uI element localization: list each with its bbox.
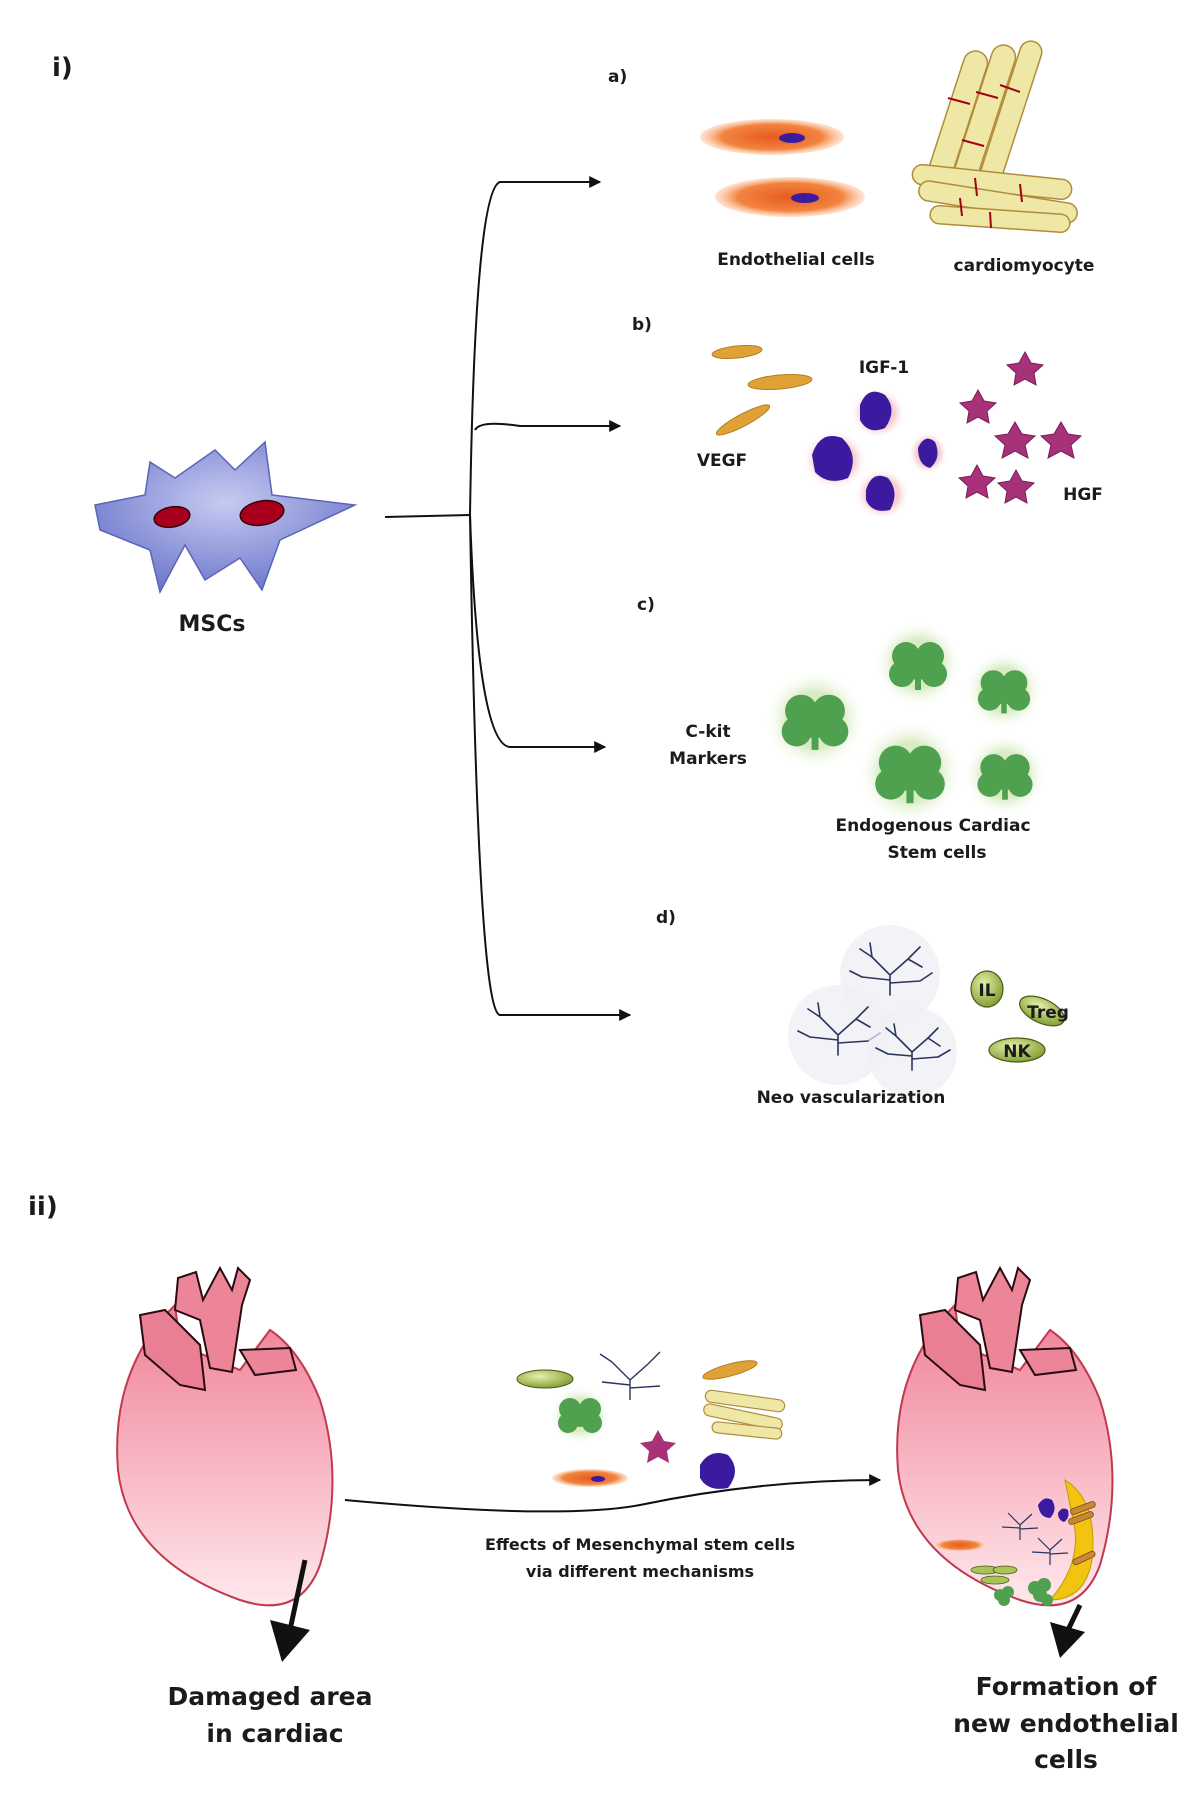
formation-arrowhead (1050, 1622, 1085, 1658)
treg-label: Treg (1027, 1003, 1069, 1023)
immune-cells-illustration (970, 970, 1065, 1063)
vegf-label: VEGF (697, 451, 747, 471)
endothelial-cells-label: Endothelial cells (717, 250, 875, 270)
formation-arrow (1065, 1603, 1083, 1632)
ckit-label-line2: Markers (669, 749, 747, 769)
vessels-illustration (788, 925, 957, 1097)
effects-arrow (344, 1474, 882, 1513)
damaged-heart-illustration (116, 1265, 334, 1607)
mechanisms-illustration (516, 1351, 786, 1489)
damaged-label-line2: in cardiac (206, 1719, 343, 1748)
neo-vascularization-label: Neo vascularization (757, 1088, 946, 1108)
endothelial-cells-illustration (700, 119, 865, 217)
igf-label: IGF-1 (859, 358, 909, 378)
panel-a-tag: a) (608, 67, 627, 87)
panel-d-tag: d) (656, 908, 676, 928)
hgf-label: HGF (1063, 485, 1103, 505)
cardiomyocyte-illustration (911, 40, 1078, 234)
hgf-illustration (957, 350, 1083, 504)
panel-c-tag: c) (637, 595, 655, 615)
ckit-label-line1: C-kit (685, 722, 730, 742)
il-label: IL (978, 981, 995, 1001)
msc-cells-illustration (94, 440, 358, 595)
effects-label-line2: via different mechanisms (526, 1562, 754, 1581)
vegf-illustration (711, 344, 813, 436)
cardiomyocyte-label: cardiomyocyte (954, 256, 1095, 276)
section-i-label: i) (52, 53, 73, 83)
panel-b-tag: b) (632, 315, 652, 335)
damaged-area-arrowhead (270, 1620, 310, 1662)
ecsc-label-line1: Endogenous Cardiac (835, 816, 1030, 836)
damaged-label-line1: Damaged area (167, 1682, 372, 1711)
nk-label: NK (1003, 1042, 1031, 1062)
msc-label: MSCs (179, 612, 246, 637)
branching-arrows (384, 176, 632, 1021)
formation-label-line3: cells (1034, 1745, 1098, 1774)
ecsc-label-line2: Stem cells (888, 843, 987, 863)
damaged-area-arrow (287, 1559, 308, 1631)
repaired-heart-illustration (896, 1265, 1114, 1607)
section-ii-label: ii) (28, 1192, 58, 1222)
formation-label-line2: new endothelial (953, 1709, 1179, 1738)
igf-illustration (802, 387, 948, 520)
stem-cells-illustration (764, 620, 1047, 825)
effects-label-line1: Effects of Mesenchymal stem cells (485, 1535, 795, 1554)
formation-label-line1: Formation of (976, 1672, 1158, 1701)
